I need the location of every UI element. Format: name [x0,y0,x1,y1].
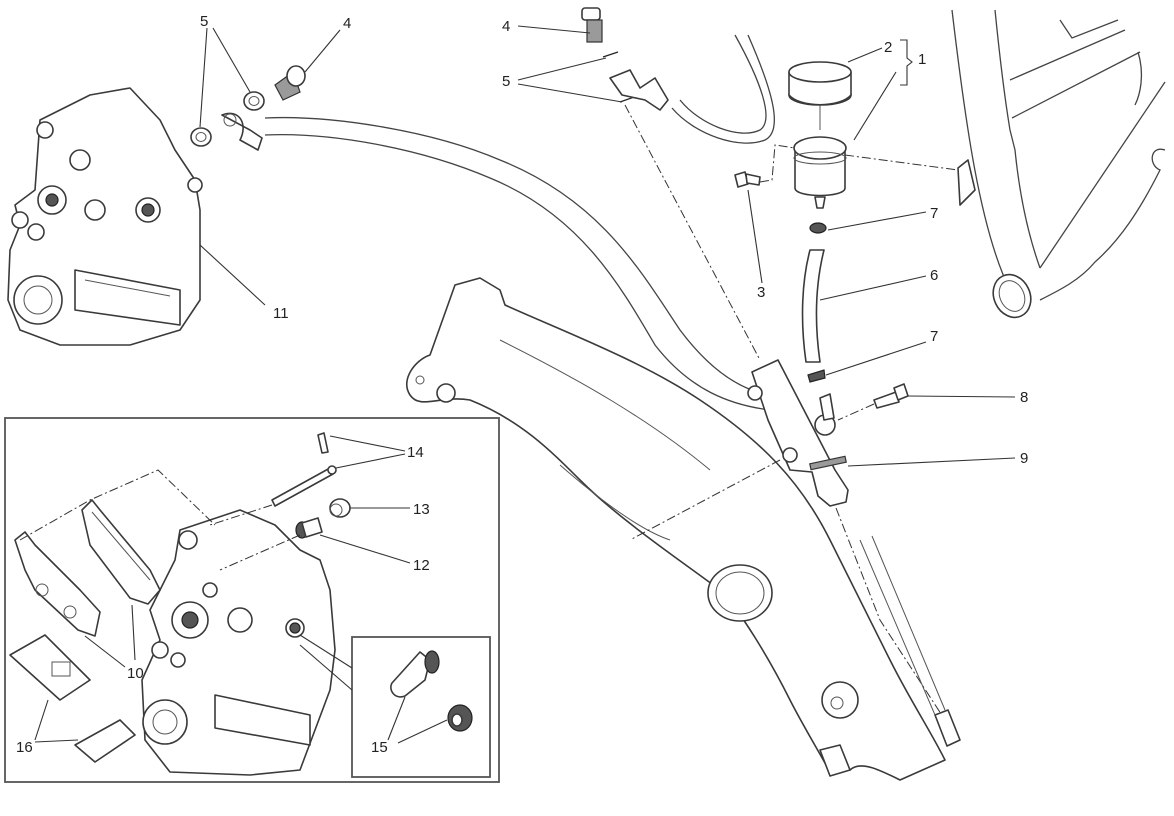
callout-5: 5 [502,73,510,90]
pad-spring [9,634,136,763]
bleed-valve [295,517,323,539]
brake-pad [81,499,161,605]
callout-3: 3 [757,284,765,301]
callout-7: 7 [930,205,938,222]
sealing-washer [243,91,265,111]
brake-hose [264,34,776,411]
callout-5: 5 [200,13,208,30]
callout-13: 13 [413,501,430,518]
inset-box-piston [351,636,491,778]
frame-section [951,9,1166,319]
rear-caliper [7,87,203,346]
callout-14: 14 [407,444,424,461]
piston-seal [447,704,473,732]
callout-15: 15 [371,739,388,756]
swingarm [406,277,946,781]
callout-4: 4 [502,18,510,35]
master-cylinder [747,359,849,507]
reservoir-body [793,136,847,209]
leader-lines [34,25,1016,744]
sealing-washer [190,127,212,147]
callout-6: 6 [930,267,938,284]
pushrod-end [934,709,961,747]
callout-16: 16 [16,739,33,756]
brake-pad [14,531,101,637]
inset-caliper [141,509,336,776]
callout-12: 12 [413,557,430,574]
piston [390,650,440,698]
upper-banjo-fitting [609,69,669,111]
swingarm-pivot [707,564,773,622]
reservoir-bracket [957,159,976,206]
callout-11: 10 [127,665,144,682]
master-cylinder-banjo-bolt [581,7,603,43]
reservoir-cap [788,61,852,106]
reservoir-hose [801,249,825,363]
frame-tube-end [992,273,1032,319]
bleed-valve-cap [329,498,351,518]
sealing-washer [602,51,619,58]
hose-clamp [807,369,826,383]
master-cylinder-bolt [873,383,909,409]
callout-1: 1 [918,51,926,68]
group-bracket [900,39,913,86]
callout-8: 8 [1020,389,1028,406]
banjo-bolt [274,65,306,101]
caliper-banjo-fitting [221,112,263,151]
callout-10: 11 [273,305,289,322]
pad-clip [317,432,329,454]
callout-9: 9 [1020,450,1028,467]
pad-pin [271,467,334,507]
inset-box-caliper-detail [4,417,500,783]
callout-7: 7 [930,328,938,345]
callout-4: 4 [343,15,351,32]
reservoir-screw [734,171,761,188]
callout-2: 2 [884,39,892,56]
hose-clamp [809,222,827,234]
